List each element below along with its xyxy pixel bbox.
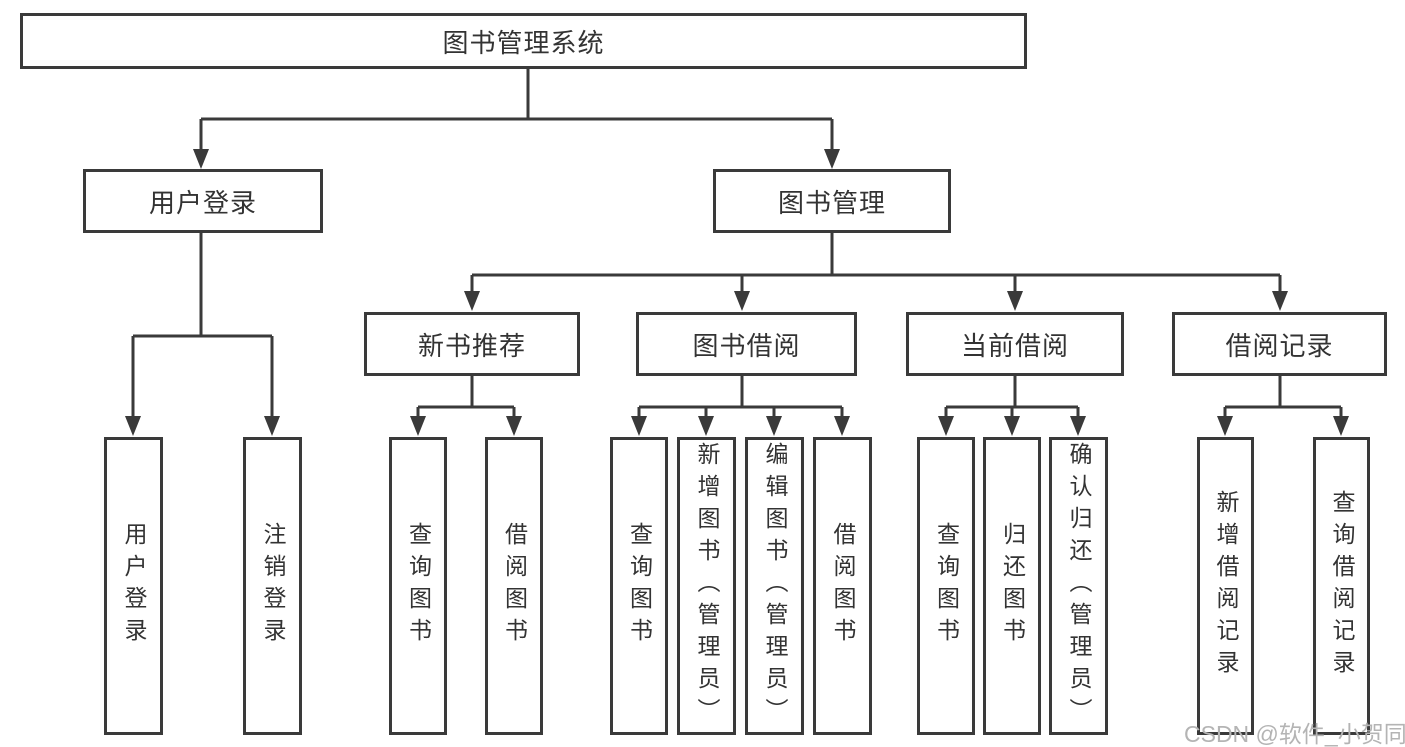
node-book-borrow: 图书借阅	[636, 312, 857, 376]
node-new-book-recommend: 新书推荐	[364, 312, 580, 376]
leaf-borrow-books-recommend: 借阅图书	[485, 437, 543, 735]
leaf-query-books-borrow: 查询图书	[610, 437, 668, 735]
leaf-query-books-current: 查询图书	[917, 437, 975, 735]
leaf-confirm-return-admin-label: 确认归还（管理员）	[1066, 442, 1092, 730]
leaf-return-books: 归还图书	[983, 437, 1041, 735]
leaf-query-books-recommend: 查询图书	[389, 437, 447, 735]
node-book-management: 图书管理	[713, 169, 951, 233]
node-user-login: 用户登录	[83, 169, 323, 233]
leaf-return-books-label: 归还图书	[999, 522, 1026, 650]
leaf-query-books-current-label: 查询图书	[933, 522, 960, 650]
leaf-borrow-books-label: 借阅图书	[830, 522, 856, 650]
leaf-confirm-return-admin: 确认归还（管理员）	[1049, 437, 1108, 735]
leaf-add-borrow-record-label: 新增借阅记录	[1213, 490, 1239, 682]
node-borrow-records: 借阅记录	[1172, 312, 1387, 376]
leaf-borrow-books: 借阅图书	[813, 437, 872, 735]
leaf-add-books-admin-label: 新增图书（管理员）	[694, 442, 720, 730]
leaf-logout: 注销登录	[243, 437, 302, 735]
node-current-borrow: 当前借阅	[906, 312, 1124, 376]
leaf-user-login: 用户登录	[104, 437, 163, 735]
leaf-borrow-books-recommend-label: 借阅图书	[501, 522, 528, 650]
leaf-user-login-label: 用户登录	[121, 522, 147, 650]
leaf-query-books-recommend-label: 查询图书	[405, 522, 432, 650]
leaf-edit-books-admin-label: 编辑图书（管理员）	[762, 442, 788, 730]
leaf-query-books-borrow-label: 查询图书	[626, 522, 653, 650]
leaf-add-borrow-record: 新增借阅记录	[1197, 437, 1254, 735]
leaf-add-books-admin: 新增图书（管理员）	[677, 437, 736, 735]
leaf-query-borrow-record-label: 查询借阅记录	[1329, 490, 1355, 682]
leaf-logout-label: 注销登录	[260, 522, 286, 650]
node-library-management-system: 图书管理系统	[20, 13, 1027, 69]
csdn-watermark: CSDN @软件_小贺同学	[1184, 721, 1405, 747]
leaf-edit-books-admin: 编辑图书（管理员）	[745, 437, 804, 735]
leaf-query-borrow-record: 查询借阅记录	[1313, 437, 1370, 735]
